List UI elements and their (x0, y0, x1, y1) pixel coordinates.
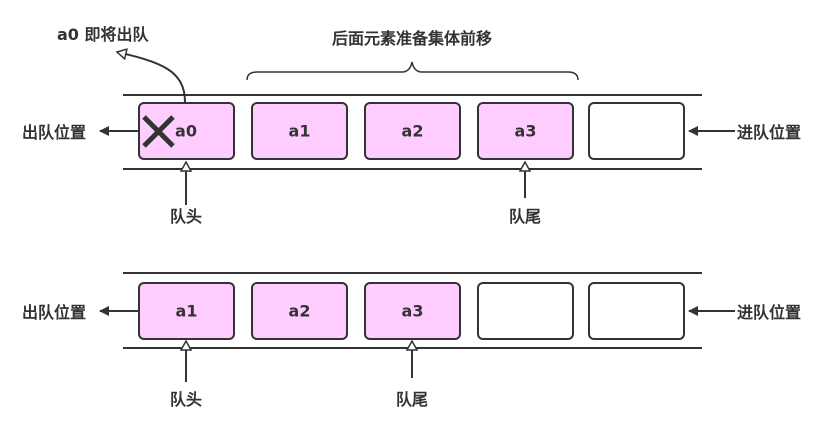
empty-queue-cell (588, 282, 685, 340)
cell-label: a0 (175, 122, 197, 141)
x-mark-icon (142, 115, 175, 148)
queue-cell (251, 102, 348, 160)
dequeue-curve-arrow (117, 52, 186, 103)
brace-label: 后面元素准备集体前移 (332, 29, 492, 48)
enter-label: 进队位置 (737, 123, 801, 142)
enter-label: 进队位置 (737, 303, 801, 322)
queue-cell (138, 102, 235, 160)
tail-label: 队尾 (396, 390, 428, 409)
cell-label: a1 (176, 302, 198, 321)
cell-label: a2 (289, 302, 311, 321)
exit-label: 出队位置 (22, 123, 86, 142)
head-label: 队头 (170, 207, 202, 226)
cell-label: a3 (402, 302, 424, 321)
cell-label: a1 (289, 122, 311, 141)
queue-cell (364, 102, 461, 160)
top-queue: a0 即将出队 后面元素准备集体前移 a0 a1 a2 a3 出队位置 进队位置 队头… (22, 25, 801, 226)
queue-cell (364, 282, 461, 340)
queue-cell (138, 282, 235, 340)
cell-label: a2 (402, 122, 424, 141)
dequeue-annotation: a0 即将出队 (57, 25, 150, 44)
queue-cell (251, 282, 348, 340)
empty-queue-cell (477, 282, 574, 340)
empty-queue-cell (588, 102, 685, 160)
queue-cell (477, 102, 574, 160)
cell-label: a3 (515, 122, 537, 141)
head-label: 队头 (170, 390, 202, 409)
tail-label: 队尾 (509, 207, 541, 226)
exit-label: 出队位置 (22, 303, 86, 322)
brace (246, 61, 579, 81)
bottom-queue: a1 a2 a3 出队位置 进队位置 队头 队尾 (22, 272, 801, 409)
